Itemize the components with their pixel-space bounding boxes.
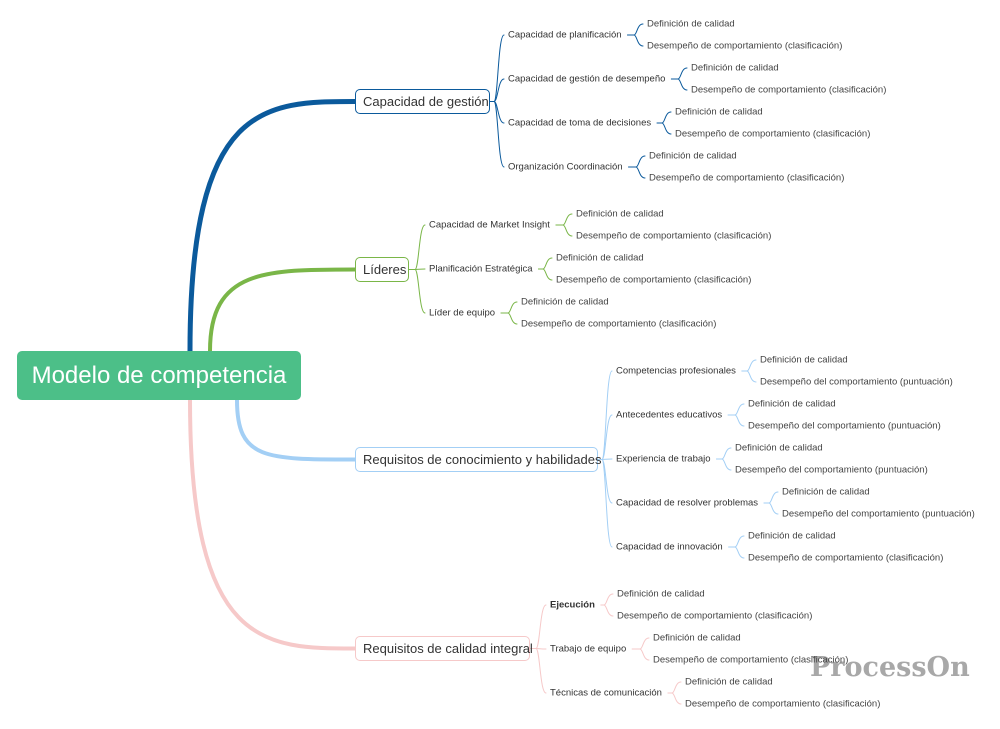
- root-topic[interactable]: Modelo de competencia: [17, 351, 301, 400]
- leaf-topic[interactable]: Definición de calidad: [576, 208, 664, 220]
- leaf-connector: [628, 166, 646, 179]
- branch-connector: [187, 99, 358, 354]
- leaf-connector: [741, 359, 757, 372]
- subtopic[interactable]: Capacidad de planificación: [508, 29, 622, 41]
- leaf-connector: [670, 78, 688, 91]
- branch-connector: [235, 398, 357, 462]
- leaf-connector: [627, 23, 644, 36]
- subtopic[interactable]: Organización Coordinación: [508, 161, 623, 173]
- leaf-connector: [667, 681, 682, 694]
- subtopic[interactable]: Capacidad de gestión de desempeño: [508, 73, 666, 85]
- leaf-topic[interactable]: Desempeño de comportamiento (clasificaci…: [521, 318, 717, 330]
- leaf-topic[interactable]: Definición de calidad: [647, 18, 735, 30]
- leaf-connector: [716, 447, 732, 460]
- branch-connector: [188, 398, 357, 651]
- leaf-topic[interactable]: Desempeño de comportamiento (clasificaci…: [617, 610, 813, 622]
- leaf-connector: [537, 268, 553, 281]
- leaf-connector: [500, 312, 518, 325]
- subtopic[interactable]: Capacidad de innovación: [616, 541, 723, 553]
- branch-topic[interactable]: Requisitos de conocimiento y habilidades: [355, 447, 601, 472]
- leaf-topic[interactable]: Desempeño de comportamiento (clasificaci…: [576, 230, 772, 242]
- leaf-topic[interactable]: Desempeño de comportamiento (clasificaci…: [649, 172, 845, 184]
- branch-topic[interactable]: Requisitos de calidad integral: [355, 636, 533, 661]
- leaf-connector: [631, 637, 650, 650]
- leaf-topic[interactable]: Definición de calidad: [691, 62, 779, 74]
- leaf-topic[interactable]: Definición de calidad: [748, 530, 836, 542]
- branch-topic[interactable]: Capacidad de gestión: [355, 89, 490, 114]
- child-connector: [529, 648, 547, 694]
- leaf-connector: [741, 370, 757, 383]
- leaf-topic[interactable]: Desempeño de comportamiento (clasificaci…: [748, 552, 944, 564]
- leaf-connector: [763, 502, 779, 515]
- leaf-connector: [627, 34, 644, 47]
- child-connector: [489, 34, 505, 102]
- processon-watermark: ProcessOn: [810, 652, 970, 683]
- subtopic[interactable]: Líder de equipo: [429, 307, 496, 319]
- child-connector: [597, 459, 613, 548]
- leaf-topic[interactable]: Desempeño de comportamiento (clasificaci…: [653, 654, 849, 666]
- leaf-topic[interactable]: Desempeño del comportamiento (puntuación…: [735, 464, 928, 476]
- leaf-connector: [600, 593, 614, 606]
- leaf-topic[interactable]: Definición de calidad: [521, 296, 609, 308]
- leaf-topic[interactable]: Definición de calidad: [675, 106, 763, 118]
- leaf-topic[interactable]: Definición de calidad: [782, 486, 870, 498]
- leaf-connector: [555, 224, 573, 237]
- leaf-connector: [555, 213, 573, 226]
- child-connector: [489, 101, 505, 168]
- leaf-connector: [727, 414, 745, 427]
- leaf-connector: [537, 257, 553, 270]
- leaf-topic[interactable]: Desempeño de comportamiento (clasificaci…: [556, 274, 752, 286]
- subtopic[interactable]: Capacidad de resolver problemas: [616, 497, 759, 509]
- child-connector: [408, 269, 426, 314]
- leaf-topic[interactable]: Definición de calidad: [617, 588, 705, 600]
- leaf-connector: [656, 122, 672, 135]
- leaf-connector: [628, 155, 646, 168]
- leaf-topic[interactable]: Desempeño de comportamiento (clasificaci…: [647, 40, 843, 52]
- leaf-topic[interactable]: Definición de calidad: [653, 632, 741, 644]
- leaf-connector: [728, 535, 745, 548]
- leaf-topic[interactable]: Definición de calidad: [685, 676, 773, 688]
- branch-topic[interactable]: Líderes: [355, 257, 409, 282]
- child-connector: [408, 224, 426, 270]
- subtopic[interactable]: Técnicas de comunicación: [550, 687, 662, 699]
- leaf-topic[interactable]: Desempeño del comportamiento (puntuación…: [748, 420, 941, 432]
- subtopic[interactable]: Trabajo de equipo: [550, 643, 627, 655]
- leaf-connector: [670, 67, 688, 80]
- subtopic[interactable]: Ejecución: [550, 599, 595, 611]
- leaf-topic[interactable]: Definición de calidad: [735, 442, 823, 454]
- subtopic[interactable]: Planificación Estratégica: [429, 263, 533, 275]
- leaf-topic[interactable]: Definición de calidad: [556, 252, 644, 264]
- leaf-topic[interactable]: Definición de calidad: [760, 354, 848, 366]
- subtopic[interactable]: Capacidad de Market Insight: [429, 219, 550, 231]
- leaf-connector: [600, 604, 614, 617]
- leaf-connector: [716, 458, 732, 471]
- leaf-topic[interactable]: Definición de calidad: [748, 398, 836, 410]
- leaf-topic[interactable]: Desempeño de comportamiento (clasificaci…: [685, 698, 881, 710]
- leaf-topic[interactable]: Desempeño del comportamiento (puntuación…: [760, 376, 953, 388]
- leaf-connector: [656, 111, 672, 124]
- leaf-connector: [763, 491, 779, 504]
- leaf-topic[interactable]: Desempeño de comportamiento (clasificaci…: [675, 128, 871, 140]
- leaf-connector: [631, 648, 650, 661]
- leaf-topic[interactable]: Desempeño de comportamiento (clasificaci…: [691, 84, 887, 96]
- branch-connector: [208, 267, 357, 353]
- subtopic[interactable]: Capacidad de toma de decisiones: [508, 117, 652, 129]
- leaf-topic[interactable]: Definición de calidad: [649, 150, 737, 162]
- leaf-connector: [727, 403, 745, 416]
- subtopic[interactable]: Competencias profesionales: [616, 365, 736, 377]
- leaf-connector: [500, 301, 518, 314]
- leaf-topic[interactable]: Desempeño del comportamiento (puntuación…: [782, 508, 975, 520]
- subtopic[interactable]: Experiencia de trabajo: [616, 453, 711, 465]
- leaf-connector: [667, 692, 682, 705]
- subtopic[interactable]: Antecedentes educativos: [616, 409, 723, 421]
- leaf-connector: [728, 546, 745, 559]
